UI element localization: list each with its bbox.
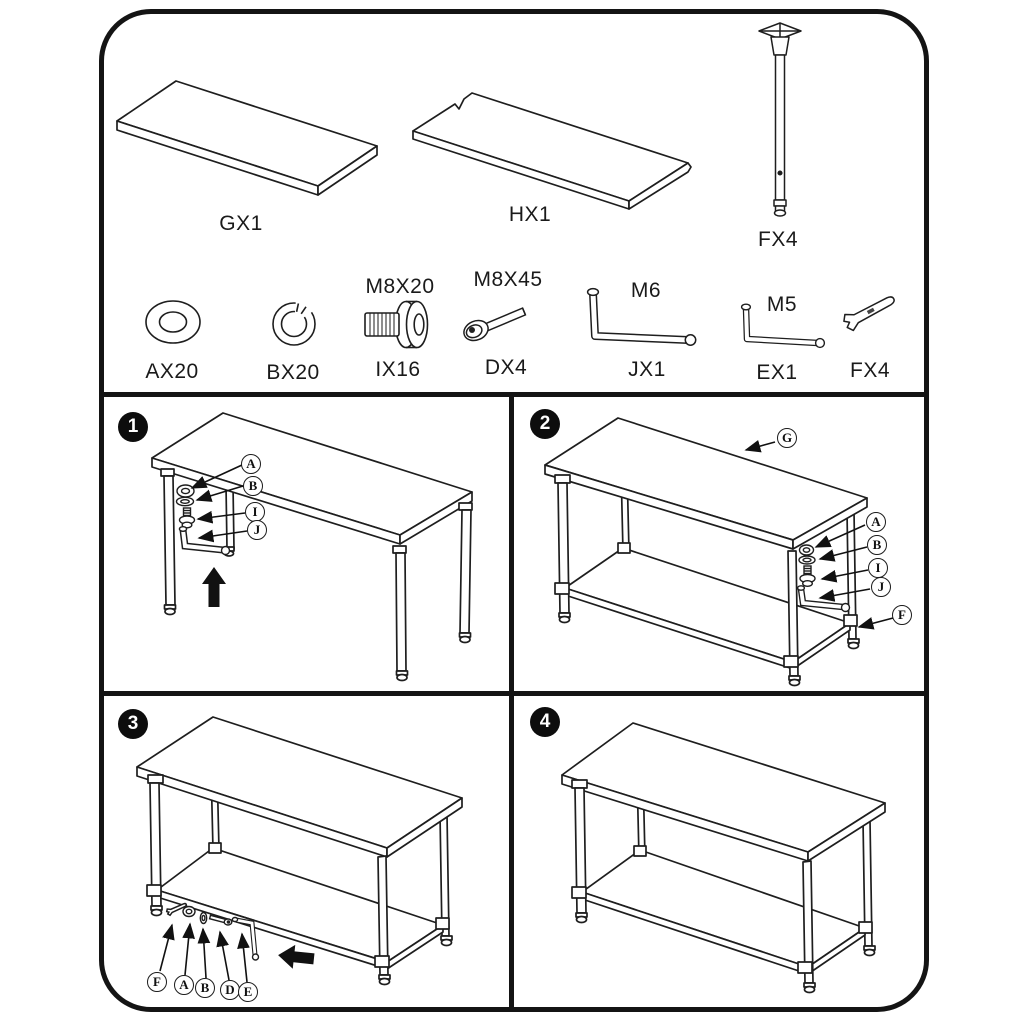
step-1-hardware-icons	[175, 484, 231, 556]
divider-row	[102, 691, 926, 696]
ex1-label: EX1	[756, 361, 798, 384]
callout-f: F	[892, 605, 912, 625]
gx1-panel-icon	[116, 80, 378, 196]
step-1-badge: 1	[118, 412, 148, 442]
step-3-badge: 3	[118, 709, 148, 739]
bx20-spring-washer-icon	[272, 299, 316, 346]
divider-parts-steps	[102, 392, 926, 397]
callout-b: B	[195, 978, 215, 998]
callout-b: B	[867, 535, 887, 555]
jx1-allen-key-icon	[586, 287, 697, 346]
hx1-label: HX1	[508, 203, 552, 226]
dx4-spec-label: M8X45	[473, 268, 543, 291]
step-1-callout-arrows	[190, 464, 248, 543]
hx1-panel-icon	[412, 92, 692, 210]
callout-i: I	[245, 502, 265, 522]
callout-d: D	[220, 980, 240, 1000]
step-3-callout-arrows	[159, 922, 250, 983]
callout-e: E	[238, 982, 258, 1002]
callout-j: J	[247, 520, 267, 540]
ix16-label: IX16	[375, 358, 421, 381]
ex1-spec-label: M5	[766, 293, 798, 316]
step-4-badge: 4	[530, 707, 560, 737]
dx4-bolt-icon	[463, 307, 527, 342]
push-left-arrow	[278, 944, 315, 969]
jx1-label: JX1	[628, 358, 666, 381]
jx1-spec-label: M6	[630, 279, 662, 302]
ix16-bolt-icon	[364, 300, 429, 349]
step-3-hardware-icons	[165, 902, 260, 961]
step-3-drawing	[136, 716, 463, 986]
sheet-border	[99, 9, 929, 1012]
bx20-label: BX20	[266, 361, 320, 384]
step-4-drawing	[561, 722, 886, 994]
callout-b: B	[243, 476, 263, 496]
step-2-badge: 2	[530, 409, 560, 439]
ax20-washer-icon	[145, 300, 201, 344]
dx4-label: DX4	[484, 356, 528, 379]
fx4-tool-label: FX4	[849, 359, 891, 382]
fx4-leg-label: FX4	[757, 228, 799, 251]
fx4-wrench-icon	[843, 296, 895, 332]
ix16-spec-label: M8X20	[365, 275, 435, 298]
step-2-drawing	[544, 417, 898, 687]
step-2-hardware-icons	[796, 544, 851, 613]
step-1-drawing	[151, 412, 473, 682]
flip-up-arrow	[202, 567, 226, 607]
callout-f: F	[147, 972, 167, 992]
step-2-callout-arrows	[744, 440, 898, 630]
callout-a: A	[866, 512, 886, 532]
divider-column	[509, 392, 514, 1008]
ax20-label: AX20	[145, 360, 199, 383]
callout-i: I	[868, 558, 888, 578]
gx1-label: GX1	[219, 212, 263, 235]
fx4-leg-icon	[758, 22, 802, 217]
callout-j: J	[871, 577, 891, 597]
callout-a: A	[174, 975, 194, 995]
callout-a: A	[241, 454, 261, 474]
ex1-allen-key-icon	[740, 303, 826, 349]
callout-g: G	[777, 428, 797, 448]
